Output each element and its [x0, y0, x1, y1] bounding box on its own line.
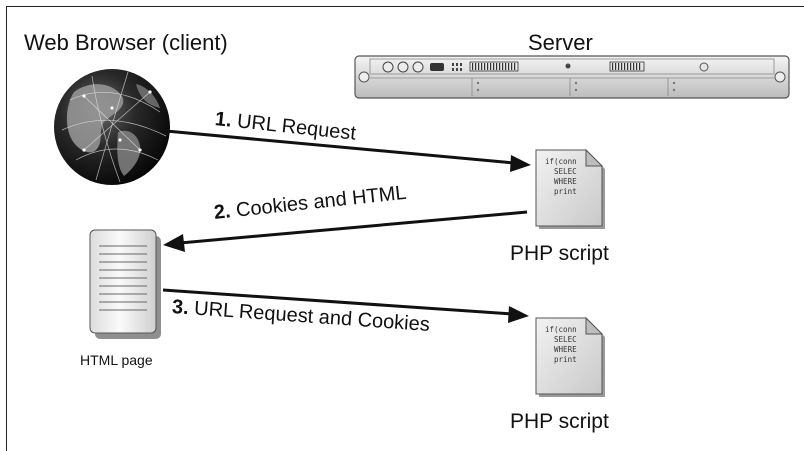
arrow-3-number: 3.	[171, 296, 190, 320]
php-script-label-1: PHP script	[510, 242, 609, 265]
code-line-1: if(conn	[545, 157, 577, 166]
frame-left-border	[6, 6, 7, 451]
globe-icon	[54, 69, 170, 185]
code-line-4: print	[554, 355, 577, 364]
php-script-label-2: PHP script	[510, 410, 609, 433]
code-line-4: print	[554, 187, 577, 196]
arrow-cookies-and-html	[163, 210, 528, 252]
arrow-url-request	[165, 129, 531, 172]
html-page-label: HTML page	[80, 352, 153, 368]
php-document-icon-2	[535, 316, 605, 397]
php-document-icon-1	[535, 148, 605, 229]
arrow-1-number: 1.	[213, 108, 233, 132]
frame-top-border	[6, 6, 804, 7]
php-code-snippet-1: if(conn SELEC WHERE print	[545, 157, 577, 197]
html-page-icon	[89, 229, 161, 339]
php-code-snippet-2: if(conn SELEC WHERE print	[545, 325, 577, 365]
code-line-3: WHERE	[554, 345, 577, 354]
web-browser-label: Web Browser (client)	[24, 30, 228, 55]
arrow-2-number: 2.	[212, 200, 232, 224]
code-line-2: SELEC	[554, 335, 577, 344]
server-rack-icon	[354, 55, 790, 99]
code-line-3: WHERE	[554, 177, 577, 186]
arrow-url-request-and-cookies	[162, 288, 529, 323]
code-line-1: if(conn	[545, 325, 577, 334]
server-label: Server	[528, 30, 593, 55]
code-line-2: SELEC	[554, 167, 577, 176]
